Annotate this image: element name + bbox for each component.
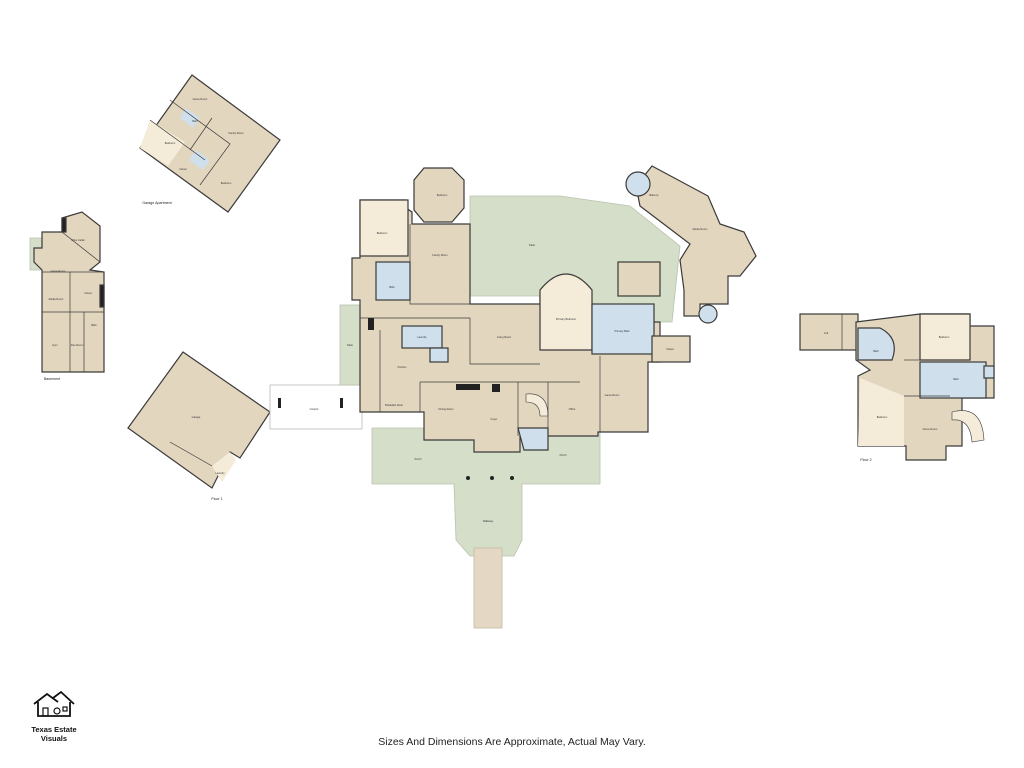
garage-apartment-floor-label: Garage Apartment: [142, 201, 171, 205]
room-label: Porch: [415, 457, 422, 461]
room-label: Family Room: [432, 253, 447, 257]
room-label: Laundry: [417, 335, 427, 339]
room-label: Office: [569, 407, 576, 411]
room-label: Foyer: [491, 417, 498, 421]
room-label: Bath: [389, 285, 395, 289]
house-logo-icon: [33, 690, 75, 717]
basement-plan: Wine Cellar Game Room Media Room Closet …: [29, 211, 105, 381]
ga-room-label: Closet: [179, 167, 187, 171]
room-label: Game Room: [605, 393, 620, 397]
carport-plan: Carport: [269, 384, 363, 430]
floor2-room-label: Bath: [873, 349, 879, 353]
garage-apartment-plan: Game Room Family Room Bedroom Bedroom Ba…: [139, 74, 281, 213]
ga-room-label: Bath: [192, 119, 198, 123]
basement-room-label: Bath: [91, 323, 97, 327]
carport-label: Carport: [310, 407, 319, 411]
room-label: Bedroom: [437, 193, 448, 197]
floor2-room-label: Loft: [824, 331, 829, 335]
garage-room-label: Laundry: [215, 471, 225, 475]
ga-room-label: Bedroom: [221, 181, 232, 185]
room-label: Balcony: [649, 193, 659, 197]
room-label: Bedroom: [377, 231, 388, 235]
floor2-room-label: Bath: [953, 377, 959, 381]
garage-room-label: Garage: [192, 415, 201, 419]
floor2-room-label: Bedroom: [877, 415, 888, 419]
ga-room-label: Game Room: [193, 97, 208, 101]
room-label: Living Room: [497, 335, 511, 339]
room-label: Primary Bedroom: [556, 317, 576, 321]
basement-room-label: Gym: [52, 343, 57, 347]
ga-room-label: Family Room: [228, 131, 243, 135]
basement-room-label: Flex Room: [71, 343, 84, 347]
room-label: Porch: [560, 453, 567, 457]
basement-room-label: Closet: [84, 291, 92, 295]
room-label: Patio: [529, 243, 535, 247]
floor2-label: Floor 2: [860, 458, 871, 462]
basement-room-label: Media Room: [49, 297, 64, 301]
room-label: Kitchen: [398, 365, 407, 369]
floor2-plan: Loft Bath Bedroom Bath Bedroom Game Room…: [799, 313, 995, 462]
ga-room-label: Bedroom: [165, 141, 176, 145]
room-label: Walkway: [483, 519, 494, 523]
room-label: Closet: [666, 347, 674, 351]
floor2-room-label: Bedroom: [939, 335, 950, 339]
room-label: Breakfast Nook: [385, 403, 403, 407]
room-label: Media Room: [693, 227, 708, 231]
room-label: Primary Bath: [615, 329, 631, 333]
basement-room-label: Wine Cellar: [71, 238, 85, 242]
floor2-room-label: Game Room: [923, 427, 938, 431]
brand-name: Texas Estate Visuals: [31, 725, 77, 743]
brand-logo: Texas Estate Visuals: [26, 690, 82, 743]
garage-plan: Garage Laundry Floor 1: [127, 351, 271, 501]
basement-room-label: Game Room: [51, 269, 66, 273]
room-label: Patio: [347, 343, 353, 347]
basement-floor-label: Basement: [44, 377, 60, 381]
disclaimer-text: Sizes And Dimensions Are Approximate, Ac…: [378, 736, 646, 748]
room-label: Dining Room: [439, 407, 454, 411]
main-house-plan: Bedroom Bedroom Family Room Bath Patio P…: [339, 165, 757, 629]
floor1-label: Floor 1: [211, 497, 222, 501]
